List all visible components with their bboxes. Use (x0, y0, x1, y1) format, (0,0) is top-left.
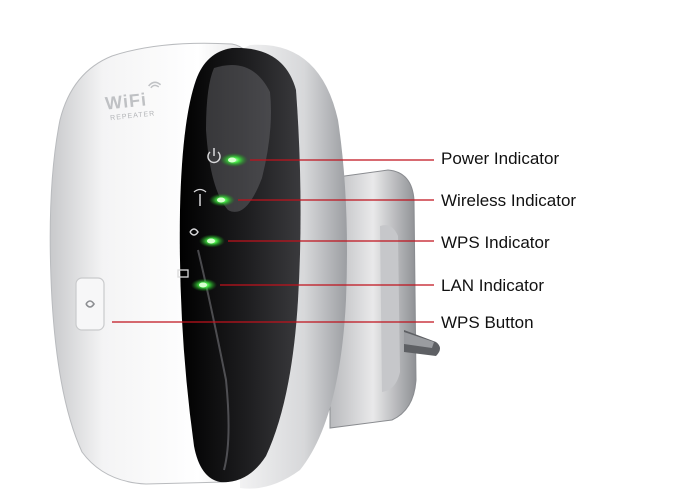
plug-pin (404, 330, 440, 356)
svg-text:WiFi: WiFi (104, 89, 148, 113)
plug-housing (329, 169, 417, 429)
callout-lines (112, 159, 434, 323)
lan-led (191, 278, 217, 292)
wps-led (199, 234, 225, 248)
power-led (220, 153, 248, 167)
lan-indicator-label: LAN Indicator (441, 276, 544, 295)
wps-indicator-label: WPS Indicator (441, 233, 550, 252)
lan-icon (177, 269, 189, 278)
wireless-indicator-label: Wireless Indicator (441, 191, 577, 210)
wireless-icon (193, 188, 207, 206)
power-indicator-label: Power Indicator (441, 149, 560, 168)
svg-text:REPEATER: REPEATER (110, 110, 156, 122)
indicator-panel (179, 47, 301, 483)
wps-button[interactable] (75, 277, 105, 331)
wifi-logo: WiFi REPEATER (104, 81, 162, 122)
wps-button-icon (85, 300, 95, 308)
power-icon (207, 148, 221, 164)
wps-icon (189, 228, 199, 236)
wireless-led (209, 193, 235, 207)
wps-button-label: WPS Button (441, 313, 534, 332)
